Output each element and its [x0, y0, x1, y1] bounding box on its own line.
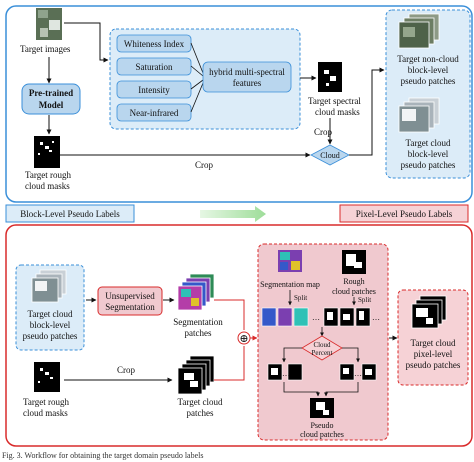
cloud-block-patches-stack: [31, 269, 67, 303]
pixel-output-label-1: Target cloud: [411, 338, 456, 348]
target-rough-cloud-masks-label-2: cloud masks: [25, 181, 70, 191]
cloud-output-label-3: pseudo patches: [401, 160, 456, 170]
segmentation-patches-label-2: patches: [185, 328, 212, 338]
feature-label-nir: Near-infrared: [130, 108, 179, 118]
pretrained-model-label-2: Model: [39, 100, 64, 110]
pretrained-model-label-1: Pre-trained: [29, 88, 73, 98]
connector-intensity: [190, 79, 204, 90]
target-cloud-patches-label-1: Target cloud: [178, 397, 223, 407]
cloud-block-patches-label-1: Target cloud: [28, 309, 73, 319]
flow-arrow-green: [200, 206, 266, 222]
feature-label-intensity: Intensity: [138, 85, 170, 95]
percent-results-left: [267, 363, 303, 381]
rough-cloud-patches-label-2: cloud patches: [332, 287, 376, 296]
non-cloud-patches-stack: [398, 13, 440, 49]
cloud-percent-label-1: Cloud: [313, 341, 331, 349]
non-cloud-output-label-2: block-level: [408, 65, 449, 75]
connector-nir: [190, 82, 204, 113]
connector-whiteness: [190, 42, 204, 74]
split-right-ellipsis: …: [372, 313, 380, 322]
block-level-label: Block-Level Pseudo Labels: [20, 209, 120, 219]
arrow-seg-to-merge: [214, 299, 245, 330]
arrow-results-left-merge: [283, 382, 320, 397]
non-cloud-output-label-3: pseudo patches: [401, 76, 456, 86]
target-rough-cloud-masks-label-1: Target rough: [25, 170, 71, 180]
cloud-output-label-2: block-level: [408, 149, 449, 159]
arrow-patches-to-merge: [214, 346, 245, 381]
pretrained-model-box: [21, 83, 81, 115]
pseudo-cloud-patches-label-1: Pseudo: [310, 421, 333, 430]
arrow-images-to-features: [64, 22, 109, 63]
pseudo-cloud-patch-thumbnail: [310, 398, 334, 418]
split-left-label: Split: [294, 294, 307, 302]
target-spectral-cloud-masks-label-1: Target spectral: [308, 96, 361, 106]
pixel-level-label: Pixel-Level Pseudo Labels: [356, 209, 453, 219]
rough-cloud-patches-label-1: Rough: [343, 277, 364, 286]
cloud-block-patches-label-3: pseudo patches: [23, 331, 78, 341]
target-spectral-cloud-mask-thumbnail: [318, 62, 342, 92]
hybrid-features-label-2: features: [233, 78, 262, 88]
crop-label-right: Crop: [314, 127, 333, 137]
feature-box-nir: [116, 103, 192, 122]
percent-results-right: [339, 363, 377, 381]
split-left-ellipsis: …: [312, 313, 320, 322]
block-level-label-box: [5, 204, 135, 223]
cloud-block-patches-label-2: block-level: [30, 320, 71, 330]
target-spectral-cloud-masks-label-2: cloud masks: [315, 107, 360, 117]
percent-left-ellipsis: …: [282, 369, 290, 378]
unsupervised-segmentation-label-1: Unsupervised: [105, 291, 155, 301]
segmentation-patches-stack: [177, 273, 215, 311]
feature-label-saturation: Saturation: [136, 62, 173, 72]
target-rough-cloud-mask-thumbnail: [34, 136, 60, 168]
pixel-output-label-2: pixel-level: [414, 349, 453, 359]
unsupervised-segmentation-label-2: Segmentation: [105, 302, 155, 312]
rough-cloud-patch-thumbnail: [342, 250, 366, 274]
split-segments-left: [261, 307, 309, 327]
segmentation-patches-label-1: Segmentation: [173, 317, 223, 327]
bottom-rough-cloud-mask-thumbnail: [34, 362, 60, 392]
pixel-output-stack: [411, 295, 447, 329]
cloud-percent-label-2: Percent: [312, 349, 333, 357]
split-right-label: Split: [358, 296, 371, 304]
arrow-results-right-merge: [324, 382, 359, 397]
target-cloud-patches-stack: [177, 355, 215, 395]
arrow-cloud-to-outputs: [349, 67, 385, 156]
bottom-rough-cloud-masks-label-1: Target rough: [23, 397, 69, 407]
percent-right-ellipsis: …: [354, 369, 362, 378]
split-segments-right: [323, 307, 371, 327]
connector-saturation: [190, 65, 204, 77]
feature-label-whiteness: Whiteness Index: [124, 39, 185, 49]
crop-label-bottom: Crop: [195, 160, 214, 170]
non-cloud-output-label-1: Target non-cloud: [397, 54, 459, 64]
pixel-output-label-3: pseudo patches: [406, 360, 461, 370]
target-images-label: Target images: [20, 44, 71, 54]
segmentation-map-thumbnail: [278, 250, 302, 272]
target-images-thumbnail: [36, 8, 62, 40]
cloud-output-label-1: Target cloud: [406, 138, 451, 148]
pseudo-cloud-patches-label-2: cloud patches: [300, 430, 344, 439]
figure-caption: Fig. 3. Workflow for obtaining the targe…: [2, 451, 204, 460]
bottom-rough-cloud-masks-label-2: cloud masks: [23, 408, 68, 418]
bottom-crop-label: Crop: [117, 365, 136, 375]
segmentation-map-label: Segmentation map: [260, 280, 320, 289]
unsupervised-segmentation-box: [97, 286, 163, 316]
hybrid-features-box: [202, 61, 292, 93]
merge-symbol: ⊕: [239, 333, 248, 345]
block-outputs-box: [385, 9, 471, 179]
target-cloud-patches-label-2: patches: [187, 408, 214, 418]
hybrid-features-label-1: hybrid multi-spectral: [209, 67, 285, 77]
feature-box-intensity: [116, 80, 192, 99]
arrow-percent-left: [282, 347, 302, 363]
cloud-decision-label: Cloud: [320, 151, 340, 160]
cloud-patches-stack: [398, 97, 440, 133]
arrow-percent-right: [342, 347, 360, 363]
pixel-level-label-box: [339, 204, 469, 223]
